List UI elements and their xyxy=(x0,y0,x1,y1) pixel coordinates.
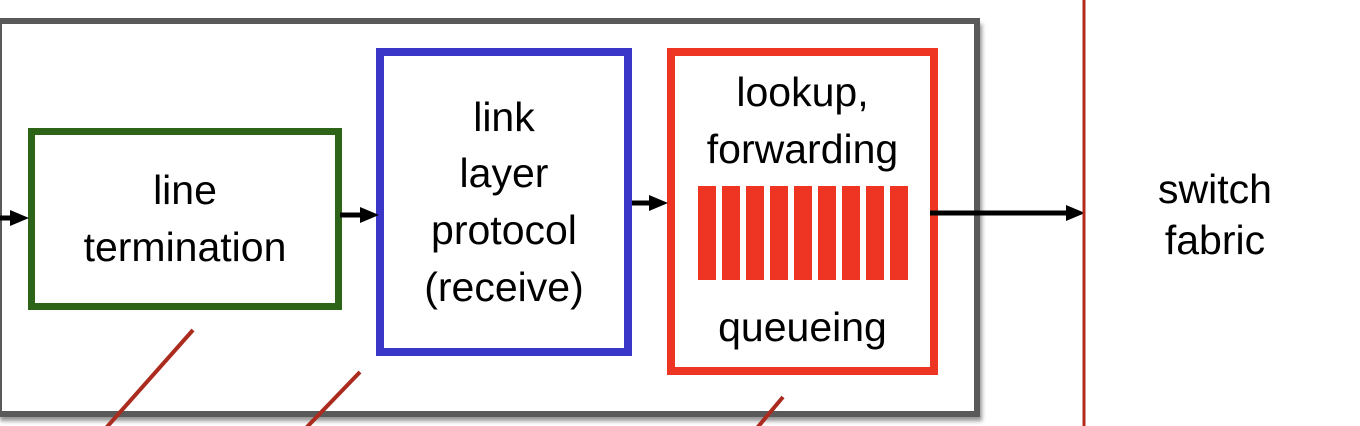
line-termination-label: line termination xyxy=(83,167,287,270)
line-termination-box: line termination xyxy=(28,128,342,310)
link-layer-protocol-label: link layer protocol (receive) xyxy=(424,93,584,310)
queue-bar xyxy=(841,186,860,281)
queue-bar xyxy=(745,186,764,281)
link-layer-protocol-box: link layer protocol (receive) xyxy=(376,48,632,356)
queue-bar xyxy=(697,186,716,281)
lookup-forwarding-queueing-box: lookup, forwarding queueing xyxy=(667,48,938,375)
queue-bar xyxy=(721,186,740,281)
queue-bar xyxy=(889,186,908,281)
queueing-label: queueing xyxy=(718,304,887,351)
queue-icon xyxy=(697,186,908,281)
queue-bar xyxy=(865,186,884,281)
queue-bar xyxy=(769,186,788,281)
lookup-forwarding-label: lookup, forwarding xyxy=(706,69,899,172)
queue-bar xyxy=(793,186,812,281)
queue-bar xyxy=(817,186,836,281)
switch-fabric-label: switch fabric xyxy=(1158,166,1272,264)
